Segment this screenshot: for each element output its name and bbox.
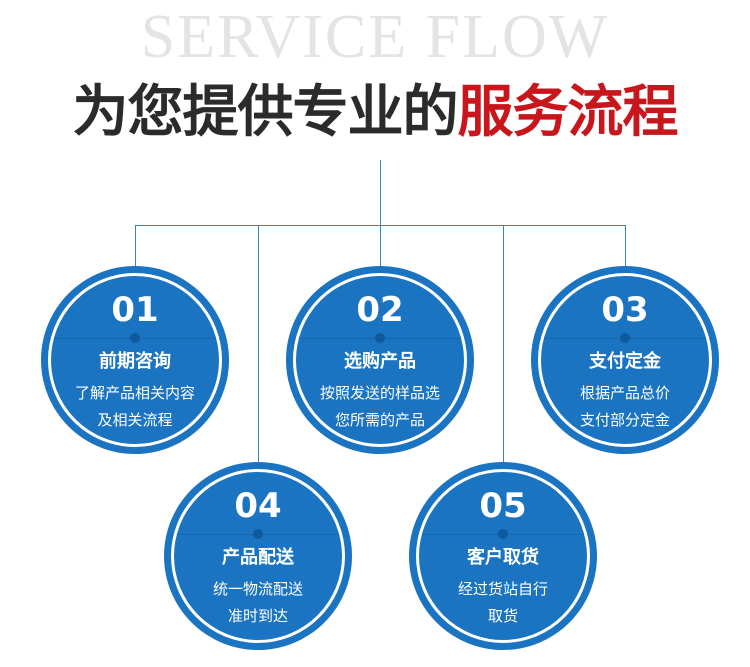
step-desc: 按照发送的样品选您所需的产品 bbox=[296, 380, 464, 434]
step-number: 01 bbox=[111, 290, 159, 330]
step-desc-line: 了解产品相关内容 bbox=[74, 384, 195, 402]
watermark-text: SERVICE FLOW bbox=[140, 3, 610, 71]
step-02: 02 选购产品按照发送的样品选您所需的产品 bbox=[286, 266, 474, 454]
connector-04 bbox=[258, 225, 259, 465]
connector-01 bbox=[135, 225, 136, 270]
step-desc-line: 经过货站自行 bbox=[457, 580, 548, 598]
step-04: 04 产品配送统一物流配送准时到达 bbox=[164, 462, 352, 650]
step-03: 03 支付定金根据产品总价支付部分定金 bbox=[531, 266, 719, 454]
dot-icon bbox=[375, 333, 385, 343]
step-title: 支付定金 bbox=[589, 351, 661, 372]
dot-icon bbox=[253, 529, 263, 539]
step-title: 客户取货 bbox=[467, 547, 539, 568]
step-number: 03 bbox=[601, 290, 649, 330]
page-title: 为您提供专业的服务流程 bbox=[0, 80, 750, 146]
step-desc-line: 您所需的产品 bbox=[334, 411, 425, 429]
connector-05 bbox=[503, 225, 504, 465]
dot-icon bbox=[498, 529, 508, 539]
connector-trunk bbox=[380, 160, 381, 225]
connector-02 bbox=[380, 225, 381, 270]
dot-icon bbox=[130, 333, 140, 343]
step-number: 05 bbox=[479, 486, 527, 526]
dot-icon bbox=[620, 333, 630, 343]
step-number: 02 bbox=[356, 290, 404, 330]
title-dark: 为您提供专业的 bbox=[72, 80, 459, 145]
step-number: 04 bbox=[234, 486, 282, 526]
step-title: 前期咨询 bbox=[99, 351, 171, 372]
title-red: 服务流程 bbox=[457, 80, 679, 145]
step-01: 01 前期咨询了解产品相关内容及相关流程 bbox=[41, 266, 229, 454]
step-title: 产品配送 bbox=[222, 547, 294, 568]
step-desc-line: 及相关流程 bbox=[97, 411, 173, 429]
step-desc-line: 支付部分定金 bbox=[579, 411, 670, 429]
step-desc-line: 按照发送的样品选 bbox=[319, 384, 440, 402]
step-desc: 了解产品相关内容及相关流程 bbox=[51, 380, 219, 434]
step-desc: 根据产品总价支付部分定金 bbox=[541, 380, 709, 434]
step-desc-line: 取货 bbox=[487, 607, 518, 625]
step-desc-line: 准时到达 bbox=[227, 607, 288, 625]
connector-03 bbox=[625, 225, 626, 270]
step-desc: 经过货站自行取货 bbox=[419, 576, 587, 630]
step-desc: 统一物流配送准时到达 bbox=[174, 576, 342, 630]
step-desc-line: 根据产品总价 bbox=[579, 384, 670, 402]
step-title: 选购产品 bbox=[344, 351, 416, 372]
step-desc-line: 统一物流配送 bbox=[212, 580, 303, 598]
step-05: 05 客户取货经过货站自行取货 bbox=[409, 462, 597, 650]
